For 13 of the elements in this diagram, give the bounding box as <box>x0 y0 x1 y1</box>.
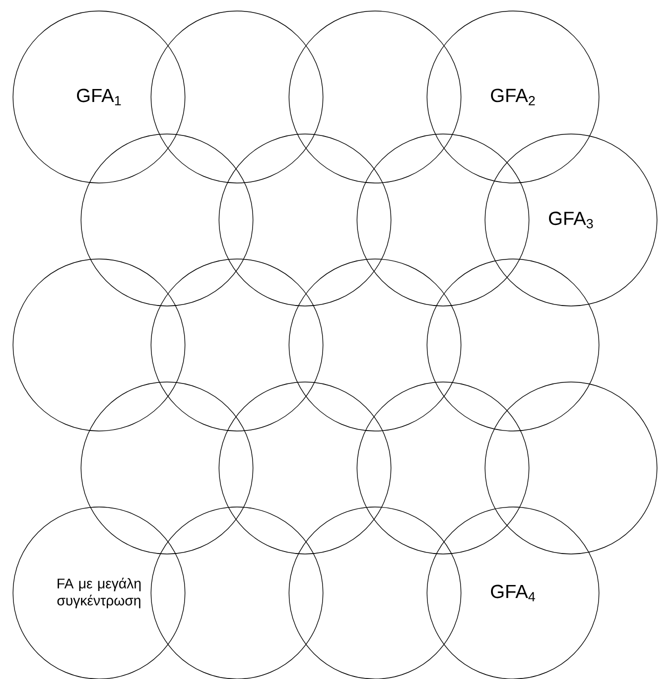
circle <box>80 382 254 554</box>
circle <box>356 134 530 306</box>
circle <box>150 10 324 184</box>
circle <box>218 134 392 306</box>
circle <box>426 258 600 432</box>
circle <box>288 258 462 432</box>
circle <box>484 382 658 554</box>
circle <box>12 258 186 432</box>
circle <box>356 382 530 554</box>
circle <box>80 134 254 306</box>
circle <box>150 258 324 432</box>
circle <box>288 10 462 184</box>
circle <box>218 382 392 554</box>
